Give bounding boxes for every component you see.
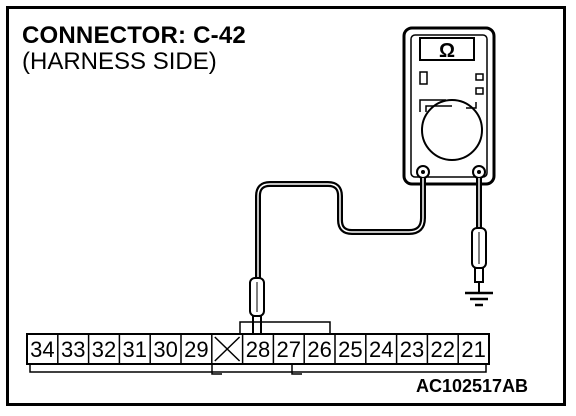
figure-id: AC102517AB <box>416 376 529 396</box>
ground-icon <box>465 291 493 307</box>
pin-label: 33 <box>61 337 85 362</box>
pin-label: 32 <box>92 337 116 362</box>
pin-cell-23: 23 <box>395 334 424 364</box>
connector-subtitle: (HARNESS SIDE) <box>22 48 217 75</box>
pin-cell-34: 34 <box>30 337 54 362</box>
connector-title: CONNECTOR: C-42 <box>22 22 246 49</box>
pin-label: 23 <box>400 337 424 362</box>
pin-label: 25 <box>338 337 362 362</box>
meter-symbol: Ω <box>439 40 455 62</box>
ground-lead <box>471 178 487 292</box>
pin-label: 30 <box>153 337 177 362</box>
pin-label: 31 <box>123 337 147 362</box>
pin-cell-unused <box>211 334 241 364</box>
pin-cell-21: 21 <box>457 334 486 364</box>
pin-label: 28 <box>246 337 270 362</box>
pin-cell-25: 25 <box>334 334 363 364</box>
pin-label: 34 <box>30 337 54 362</box>
pin-cell-22: 22 <box>426 334 455 364</box>
pin-unused-mark <box>214 336 241 362</box>
pin-label: 26 <box>307 337 331 362</box>
ohmmeter-icon: Ω <box>402 26 496 186</box>
pin-label: 27 <box>277 337 301 362</box>
pin-label: 21 <box>461 337 485 362</box>
pin-cell-32: 32 <box>87 334 116 364</box>
pin-cell-26: 26 <box>303 334 332 364</box>
pin-label: 29 <box>184 337 208 362</box>
pin-cell-33: 33 <box>57 334 85 364</box>
connector-c42 <box>26 321 490 375</box>
pin-label: 24 <box>369 337 393 362</box>
test-probe <box>249 277 265 339</box>
pin-cell-28: 28 <box>241 334 270 364</box>
pin-cell-24: 24 <box>365 334 393 364</box>
pin-label: 22 <box>431 337 455 362</box>
pin-cell-31: 31 <box>118 334 147 364</box>
pin-cell-29: 29 <box>180 334 209 364</box>
pin-cell-30: 30 <box>149 334 178 364</box>
pin-cell-27: 27 <box>272 334 301 364</box>
